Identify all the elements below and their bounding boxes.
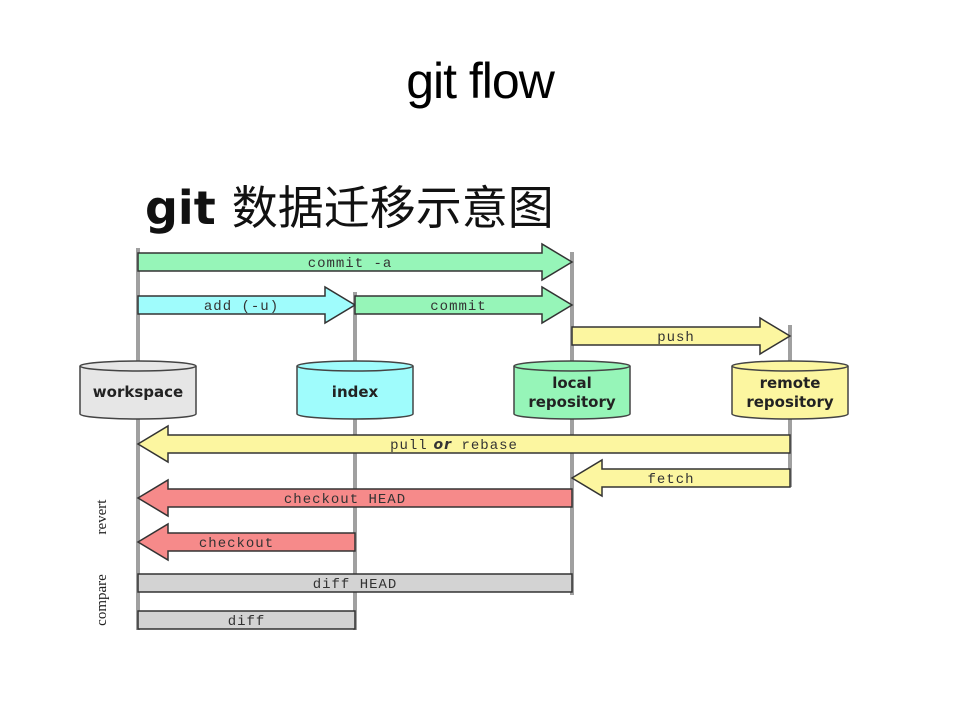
arrow-shape — [137, 242, 574, 282]
arrow-0: commit -a — [137, 242, 574, 282]
arrow-4: pull or rebase — [136, 424, 791, 464]
arrow-3: push — [571, 316, 792, 356]
arrow-5: fetch — [570, 458, 791, 498]
cylinder-body — [79, 366, 197, 420]
arrow-label-part: rebase — [452, 438, 518, 454]
arrow-label: fetch — [647, 472, 694, 488]
arrow-label: diff — [228, 614, 266, 630]
arrow-2: commit — [354, 285, 574, 325]
store-label: repository — [528, 393, 616, 411]
arrows-layer: commit -a add (-u) commit push pull or rebas… — [136, 242, 792, 630]
cylinder-body — [513, 366, 631, 420]
cylinder-top — [79, 360, 197, 372]
arrow-shape — [137, 573, 573, 593]
store-label: local — [552, 374, 592, 392]
arrow-shape — [136, 478, 573, 518]
store-label: repository — [746, 393, 834, 411]
arrow-shape — [354, 285, 574, 325]
arrow-label: checkout — [199, 536, 274, 552]
arrow-shape — [136, 522, 356, 562]
slide-title: git flow — [406, 53, 555, 109]
diagram-title: git 数据迁移示意图 — [145, 172, 554, 238]
arrow-shape — [571, 316, 792, 356]
arrow-7: checkout — [136, 522, 356, 562]
cylinder-body — [731, 366, 849, 420]
side-labels-layer: revert compare — [94, 499, 110, 626]
arrow-label: pull or rebase — [390, 437, 518, 454]
arrow-label: push — [657, 330, 695, 346]
store-workspace: workspace — [79, 360, 197, 420]
arrow-label-part: pull — [390, 438, 428, 454]
arrow-shape — [136, 424, 791, 464]
cylinder-top — [513, 360, 631, 372]
arrow-label: checkout HEAD — [284, 492, 406, 508]
arrow-1: add (-u) — [137, 285, 357, 325]
store-index: index — [296, 360, 414, 420]
side-label-compare: compare — [94, 574, 110, 626]
store-label: remote — [760, 374, 821, 392]
arrow-shape — [137, 610, 356, 630]
arrow-8: diff HEAD — [137, 573, 573, 593]
arrow-label: add (-u) — [204, 299, 279, 315]
side-label-revert: revert — [94, 499, 110, 535]
arrow-6: checkout HEAD — [136, 478, 573, 518]
cylinder-top — [731, 360, 849, 372]
arrow-label: diff HEAD — [313, 577, 398, 593]
arrow-shape — [137, 285, 357, 325]
store-label: workspace — [93, 383, 183, 401]
diagram-title-cjk: 数据迁移示意图 — [231, 181, 554, 235]
arrow-label-part: or — [428, 437, 452, 453]
cylinder-top — [296, 360, 414, 372]
arrow-label: commit -a — [308, 256, 393, 272]
cylinder-body — [296, 366, 414, 420]
arrow-shape — [570, 458, 791, 498]
diagram-title-latin: git — [145, 181, 216, 235]
store-label: index — [332, 383, 379, 401]
arrow-9: diff — [137, 610, 356, 630]
arrow-label: commit — [430, 299, 486, 315]
